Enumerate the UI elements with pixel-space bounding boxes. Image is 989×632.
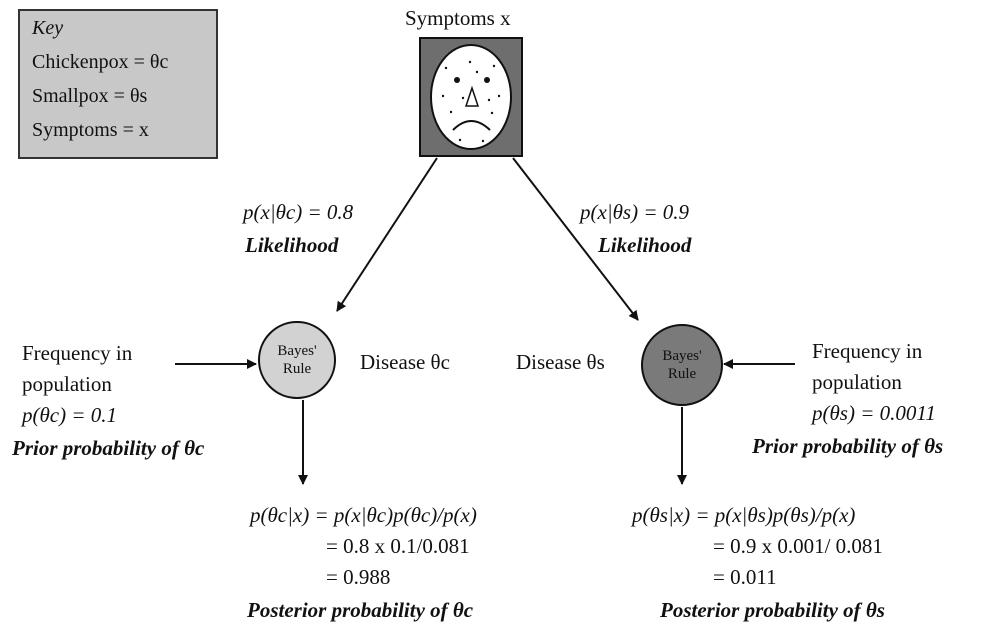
key-box: Key Chickenpox = θc Smallpox = θs Sympto… [18,9,218,159]
prior-label-left: Prior probability of θc [12,436,204,461]
likelihood-eq-right: p(x|θs) = 0.9 [580,200,689,224]
posterior-label-left: Posterior probability of θc [247,598,474,622]
likelihood-arrow-right [512,157,639,321]
likelihood-label-left: Likelihood [245,233,339,257]
posterior-eq-left: p(θc|x) = p(x|θc)p(θc)/p(x) [250,503,477,527]
posterior-eq-right: p(θs|x) = p(x|θs)p(θs)/p(x) [632,503,856,527]
key-title: Key [32,17,64,39]
prior-label-left-text: Prior probability of θc [12,436,205,460]
frequency-line2-left: population [22,372,112,396]
likelihood-eq-left: p(x|θc) = 0.8 [243,200,354,224]
key-chickenpox: Chickenpox = θc [32,51,169,73]
prior-eq-right: p(θs) = 0.0011 [812,401,936,425]
posterior-label-right: Posterior probability of θs [660,598,885,622]
prior-label-right-text: Prior probability of θs [752,434,944,458]
disease-label-left: Disease θc [360,350,450,374]
bayes-rule-circle-left [258,321,336,399]
prior-eq-left: p(θc) = 0.1 [22,403,118,427]
symptoms-label: Symptoms x [405,6,511,30]
key-smallpox: Smallpox = θs [32,85,148,107]
bayes-rule-circle-right [641,324,723,406]
prior-label-right: Prior probability of θs [752,434,943,459]
frequency-line1-left: Frequency in [22,341,133,365]
likelihood-label-right: Likelihood [598,233,692,257]
likelihood-arrow-left [336,157,438,312]
frequency-line2-right: population [812,370,902,394]
posterior-value-right: = 0.011 [713,565,777,589]
bayes-rule-label-left: Bayes' Rule [277,343,317,377]
key-symptoms: Symptoms = x [32,119,149,141]
bayes-rule-label-right: Bayes' Rule [662,348,702,382]
symptoms-face-icon [419,37,523,157]
frequency-line1-right: Frequency in [812,339,923,363]
posterior-calc-right: = 0.9 x 0.001/ 0.081 [713,534,883,558]
disease-label-right: Disease θs [516,350,605,374]
posterior-value-left: = 0.988 [326,565,391,589]
posterior-calc-left: = 0.8 x 0.1/0.081 [326,534,470,558]
